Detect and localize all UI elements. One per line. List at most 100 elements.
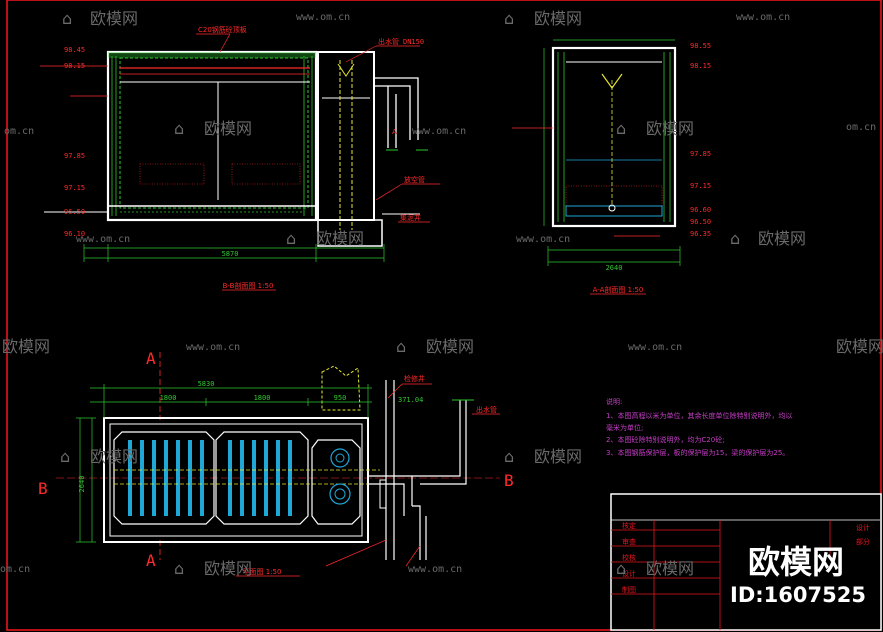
watermark-6: ⌂ 欧模网 [730, 229, 806, 248]
svg-text:97.15: 97.15 [64, 184, 85, 192]
watermark-9: ⌂ 欧模网 [504, 447, 582, 466]
section-aa: 2640 A-A剖面图 1:50 [512, 39, 681, 295]
section-aa-outer-wall [551, 46, 677, 228]
svg-text:部分: 部分 [856, 537, 870, 546]
svg-text:欧模网: 欧模网 [646, 559, 694, 578]
svg-text:欧模网: 欧模网 [534, 447, 582, 466]
svg-text:C20钢筋砼顶板: C20钢筋砼顶板 [198, 25, 247, 34]
svg-text:371.04: 371.04 [398, 396, 423, 404]
svg-text:毫米为单位;: 毫米为单位; [606, 423, 643, 432]
svg-text:1800: 1800 [160, 394, 177, 402]
svg-text:欧模网: 欧模网 [758, 229, 806, 248]
svg-text:说明:: 说明: [606, 397, 622, 406]
svg-text:放空管: 放空管 [404, 175, 425, 184]
watermark-2: ⌂ 欧模网 [504, 9, 582, 28]
svg-text:出水管: 出水管 [476, 405, 497, 414]
svg-text:审查: 审查 [622, 537, 636, 546]
svg-text:5830: 5830 [198, 380, 215, 388]
svg-text:2640: 2640 [606, 264, 623, 272]
svg-text:欧模网: 欧模网 [204, 119, 252, 138]
section-bb-hatch-inner [119, 57, 309, 209]
sofa-icon: ⌂ [396, 337, 406, 356]
svg-text:om.cn: om.cn [4, 126, 34, 137]
plan-filter-tubes [128, 440, 292, 516]
sofa-icon: ⌂ [174, 119, 184, 138]
svg-text:www.om.cn: www.om.cn [186, 342, 240, 353]
svg-text:集泥井: 集泥井 [400, 213, 421, 222]
title-block-id: ID:1607525 [730, 583, 866, 607]
section-aa-title: A-A剖面图 1:50 [593, 285, 644, 294]
elevations-right: 98.55 98.15 97.85 97.15 96.60 96.50 96.3… [690, 42, 711, 238]
watermark-7: ⌂ 欧模网 [396, 337, 474, 356]
drawing-frame [6, 0, 882, 631]
sofa-icon: ⌂ [504, 9, 514, 28]
svg-text:欧模网: 欧模网 [426, 337, 474, 356]
watermark-4: ⌂ 欧模网 [616, 119, 694, 138]
svg-text:A: A [392, 128, 397, 136]
svg-text:欧模网: 欧模网 [316, 229, 364, 248]
svg-text:www.om.cn: www.om.cn [76, 234, 130, 245]
sofa-icon: ⌂ [174, 559, 184, 578]
svg-text:制图: 制图 [622, 585, 636, 594]
svg-text:97.85: 97.85 [64, 152, 85, 160]
svg-text:96.50: 96.50 [64, 208, 85, 216]
svg-text:2、本图砼除特别说明外，均为C20砼;: 2、本图砼除特别说明外，均为C20砼; [606, 435, 725, 444]
svg-text:www.om.cn: www.om.cn [412, 126, 466, 137]
svg-text:核定: 核定 [622, 521, 636, 530]
svg-text:www.om.cn: www.om.cn [516, 234, 570, 245]
svg-text:欧模网: 欧模网 [646, 119, 694, 138]
title-block: 核定 审查 校核 设计 制图 设计 部分 欧模网 ID:1607525 [610, 493, 882, 631]
svg-text:950: 950 [334, 394, 347, 402]
plan-title: 平面图 1:50 [243, 568, 282, 576]
sofa-icon: ⌂ [286, 229, 296, 248]
svg-text:96.50: 96.50 [690, 218, 711, 226]
svg-text:5870: 5870 [222, 250, 239, 258]
svg-text:欧模网: 欧模网 [90, 447, 138, 466]
sofa-icon: ⌂ [60, 447, 70, 466]
svg-text:96.10: 96.10 [64, 230, 85, 238]
section-bb-title: B-B剖面图 1:50 [223, 281, 274, 290]
plan-outer-wall [103, 417, 369, 543]
svg-text:98.15: 98.15 [690, 62, 711, 70]
svg-text:DN150: DN150 [403, 38, 424, 46]
svg-text:97.85: 97.85 [690, 150, 711, 158]
watermark-1: ⌂ 欧模网 [62, 9, 138, 28]
svg-text:2640: 2640 [78, 476, 86, 493]
svg-text:98.55: 98.55 [690, 42, 711, 50]
watermark-11: ⌂ 欧模网 [616, 559, 694, 578]
sofa-icon: ⌂ [616, 559, 626, 578]
watermark-10: ⌂ 欧模网 [174, 559, 252, 578]
title-block-brand: 欧模网 [748, 543, 844, 581]
svg-text:3、本图钢筋保护层，板的保护层为15，梁的保护层为25。: 3、本图钢筋保护层，板的保护层为15，梁的保护层为25。 [606, 448, 789, 457]
plan-view: A A B B [38, 349, 514, 577]
svg-text:校核: 校核 [622, 553, 636, 562]
sofa-icon: ⌂ [730, 229, 740, 248]
svg-text:B: B [504, 471, 514, 490]
svg-text:B: B [38, 479, 48, 498]
svg-text:om.cn: om.cn [846, 122, 876, 133]
section-bb-outlet-chamber [317, 51, 375, 221]
sofa-icon: ⌂ [62, 9, 72, 28]
svg-text:欧模网: 欧模网 [534, 9, 582, 28]
svg-text:设计: 设计 [856, 523, 870, 532]
design-notes: 说明: 1、本图高程以米为单位，其余长度单位除特别说明外，均以 毫米为单位; 2… [606, 397, 792, 457]
svg-text:欧模网: 欧模网 [204, 559, 252, 578]
svg-text:检修井: 检修井 [404, 374, 425, 383]
watermark-8: ⌂ 欧模网 [60, 447, 138, 466]
svg-text:设计: 设计 [622, 569, 636, 578]
svg-text:www.om.cn: www.om.cn [408, 564, 462, 575]
svg-text:96.60: 96.60 [690, 206, 711, 214]
section-bb: C20钢筋砼顶板 出水管 DN150 放空管 集泥井 A 5870 B-B剖面图… [40, 25, 440, 291]
svg-text:1、本图高程以米为单位，其余长度单位除特别说明外，均以: 1、本图高程以米为单位，其余长度单位除特别说明外，均以 [606, 411, 792, 420]
svg-text:欧模网: 欧模网 [836, 337, 883, 356]
svg-text:om.cn: om.cn [0, 564, 30, 575]
svg-text:欧模网: 欧模网 [90, 9, 138, 28]
svg-text:A: A [146, 551, 156, 570]
svg-text:www.om.cn: www.om.cn [296, 12, 350, 23]
svg-text:欧模网: 欧模网 [2, 337, 50, 356]
sofa-icon: ⌂ [616, 119, 626, 138]
svg-text:97.15: 97.15 [690, 182, 711, 190]
sofa-icon: ⌂ [504, 447, 514, 466]
svg-text:出水管: 出水管 [378, 37, 399, 46]
